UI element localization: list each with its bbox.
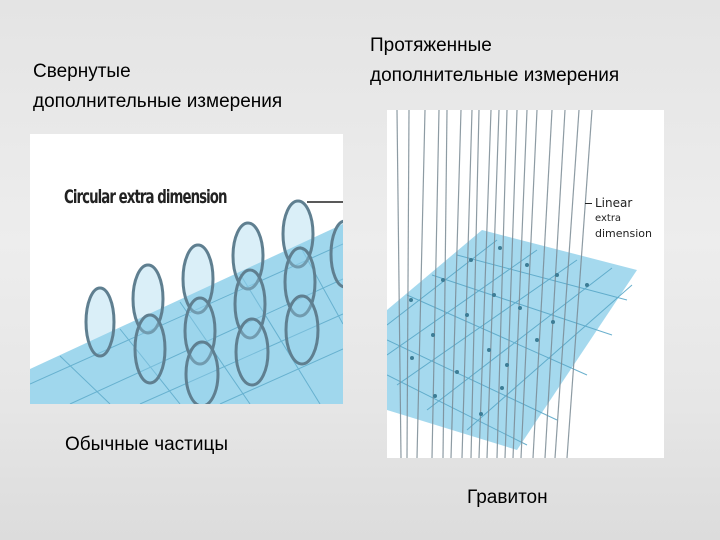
graviton-label: Гравитон bbox=[467, 487, 548, 508]
linear-caption-line2: extra bbox=[595, 213, 622, 224]
extended-heading-line1: Протяженные bbox=[370, 35, 492, 56]
linear-dimension-caption: Linear extra dimension bbox=[585, 196, 652, 241]
brane-with-fibers-graphic bbox=[387, 110, 637, 458]
linear-caption-line3: dimension bbox=[595, 227, 652, 240]
brane-with-rings-graphic bbox=[30, 199, 343, 404]
circular-dimension-caption: Circular extra dimension bbox=[64, 186, 228, 208]
extended-heading-line2: дополнительные измерения bbox=[370, 65, 620, 86]
extended-dimensions-heading: Протяженные дополнительные измерения bbox=[370, 31, 619, 91]
circular-extra-dimension-illustration: Circular extra dimension bbox=[30, 134, 343, 404]
curled-dimensions-heading: Свернутые дополнительные измерения bbox=[33, 57, 282, 117]
ordinary-particles-label: Обычные частицы bbox=[65, 434, 229, 455]
linear-extra-dimension-illustration: Linear extra dimension bbox=[387, 110, 664, 458]
linear-caption-line1: Linear bbox=[595, 196, 633, 210]
caption-pointer-dash bbox=[585, 203, 592, 204]
curled-heading-line2: дополнительные измерения bbox=[33, 91, 283, 112]
curled-heading-line1: Свернутые bbox=[33, 61, 131, 82]
